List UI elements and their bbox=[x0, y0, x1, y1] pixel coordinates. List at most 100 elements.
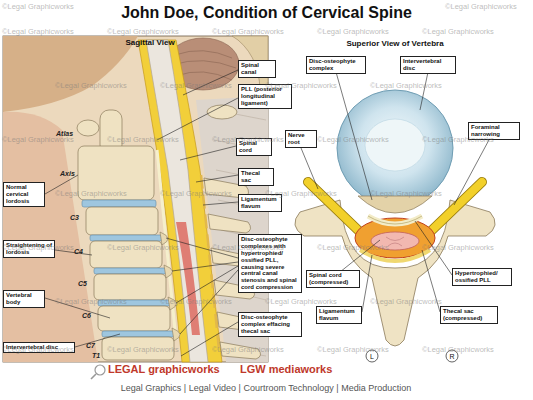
disc bbox=[94, 268, 166, 274]
intervertebral-disc bbox=[337, 90, 453, 206]
watermark: ©Legal Graphicworks bbox=[107, 28, 179, 36]
nucleus-pulposus bbox=[365, 119, 425, 171]
callout-text: Thecal sac (compressed) bbox=[443, 308, 495, 322]
leader-line bbox=[180, 146, 236, 160]
watermark: ©Legal Graphicworks bbox=[2, 346, 74, 354]
callout-box: Intervertebral disc bbox=[400, 56, 456, 74]
watermark: ©Legal Graphicworks bbox=[212, 28, 284, 36]
leader-line bbox=[454, 138, 490, 205]
watermark: ©Legal Graphicworks bbox=[107, 244, 179, 252]
watermark: ©Legal Graphicworks bbox=[370, 82, 442, 90]
osteophyte bbox=[172, 328, 180, 341]
callout-text: Spinal cord (compressed) bbox=[309, 272, 357, 286]
watermark: ©Legal Graphicworks bbox=[212, 244, 284, 252]
callout-text: Disc-osteophyte complex effacing thecal … bbox=[241, 314, 299, 335]
watermark: ©Legal Graphicworks bbox=[160, 298, 232, 306]
watermark: ©Legal Graphicworks bbox=[2, 28, 74, 36]
watermark: ©Legal Graphicworks bbox=[317, 28, 389, 36]
callout-box: Thecal sac bbox=[238, 168, 274, 186]
vertebra-label: C3 bbox=[70, 214, 79, 221]
callout-box: Hypertrophied/ ossified PLL bbox=[452, 268, 512, 286]
leader-line bbox=[157, 98, 238, 140]
callout-text: Spinal canal bbox=[241, 62, 273, 76]
callout-text: Normal cervical lordosis bbox=[6, 184, 42, 205]
callout-text: Ligamentum flavum bbox=[241, 196, 279, 210]
leader-line bbox=[196, 175, 238, 182]
vertebra-label: C4 bbox=[74, 248, 83, 255]
watermark: ©Legal Graphicworks bbox=[212, 136, 284, 144]
callout-text: Vertebral body bbox=[6, 292, 42, 306]
watermark: ©Legal Graphicworks bbox=[422, 346, 494, 354]
watermark: ©Legal Graphicworks bbox=[2, 136, 74, 144]
watermark: ©Legal Graphicworks bbox=[212, 346, 284, 354]
watermark: ©Legal Graphicworks bbox=[265, 298, 337, 306]
disc bbox=[90, 235, 162, 241]
callout-box: Vertebral body bbox=[3, 290, 45, 308]
panel-background bbox=[3, 36, 268, 362]
side-marker-letter: L bbox=[370, 353, 374, 360]
watermark: ©Legal Graphicworks bbox=[55, 190, 127, 198]
atlas-anterior-arch bbox=[77, 120, 99, 136]
watermark: ©Legal Graphicworks bbox=[2, 3, 74, 11]
view-heading: Sagittal View bbox=[125, 39, 174, 47]
callout-text: Hypertrophied/ ossified PLL bbox=[455, 270, 509, 284]
callout-text: Ligamentum flavum bbox=[319, 308, 359, 322]
watermark: ©Legal Graphicworks bbox=[422, 28, 494, 36]
side-marker-letter: R bbox=[449, 353, 454, 360]
watermark: ©Legal Graphicworks bbox=[265, 190, 337, 198]
company-logo: LGW mediaworks bbox=[240, 364, 332, 375]
ligamentum-flavum bbox=[360, 250, 430, 261]
vertebral-body bbox=[94, 274, 166, 300]
watermark: ©Legal Graphicworks bbox=[445, 3, 517, 11]
callout-box: Ligamentum flavum bbox=[316, 306, 362, 324]
cord-compression bbox=[176, 222, 200, 335]
company-logo: LEGAL graphicworks bbox=[108, 364, 220, 375]
disc-osteophyte-complex bbox=[358, 196, 432, 213]
watermark: ©Legal Graphicworks bbox=[422, 244, 494, 252]
watermark: ©Legal Graphicworks bbox=[2, 244, 74, 252]
watermark: ©Legal Graphicworks bbox=[107, 346, 179, 354]
vertebra-label: Axis bbox=[60, 170, 75, 177]
callout-text: Disc-osteophyte complex bbox=[309, 58, 363, 72]
callout-box: Disc-osteophyte complex effacing thecal … bbox=[238, 312, 302, 337]
view-heading: Superior View of Vertebra bbox=[346, 40, 443, 48]
watermark: ©Legal Graphicworks bbox=[317, 244, 389, 252]
disc bbox=[82, 200, 156, 207]
watermark: ©Legal Graphicworks bbox=[317, 346, 389, 354]
callout-box: Thecal sac (compressed) bbox=[440, 306, 498, 324]
ossified-pll bbox=[368, 216, 422, 224]
callout-box: Disc-osteophyte complexes with hypertrop… bbox=[238, 234, 302, 293]
vertebral-body bbox=[98, 306, 170, 331]
callout-text: Thecal sac bbox=[241, 170, 271, 184]
vertebra-label: C5 bbox=[78, 280, 87, 287]
logo-icon-handle bbox=[91, 374, 96, 379]
watermark: ©Legal Graphicworks bbox=[422, 136, 494, 144]
vertebra-label: T1 bbox=[92, 352, 100, 359]
callout-box: Spinal cord (compressed) bbox=[306, 270, 360, 288]
vertebral-body bbox=[86, 207, 158, 235]
spinous-process bbox=[208, 214, 251, 233]
skull-base bbox=[3, 36, 138, 112]
logo-icon bbox=[95, 365, 105, 375]
company-tagline: Legal Graphics | Legal Video | Courtroom… bbox=[121, 384, 411, 393]
watermark: ©Legal Graphicworks bbox=[107, 136, 179, 144]
callout-box: Spinal canal bbox=[238, 60, 276, 78]
watermark: ©Legal Graphicworks bbox=[55, 82, 127, 90]
leader-line bbox=[203, 202, 238, 205]
watermark: ©Legal Graphicworks bbox=[317, 136, 389, 144]
leader-line bbox=[166, 238, 238, 334]
callout-box: Normal cervical lordosis bbox=[3, 182, 45, 207]
watermark: ©Legal Graphicworks bbox=[160, 190, 232, 198]
watermark: ©Legal Graphicworks bbox=[265, 82, 337, 90]
callout-box: Nerve root bbox=[285, 130, 317, 148]
vertebra-label: C6 bbox=[82, 312, 91, 319]
callout-text: Nerve root bbox=[288, 132, 314, 146]
vertebra-label: C7 bbox=[86, 342, 95, 349]
ossified-pll-edge bbox=[368, 216, 422, 224]
leader-line bbox=[301, 148, 318, 189]
watermark: ©Legal Graphicworks bbox=[370, 298, 442, 306]
watermark: ©Legal Graphicworks bbox=[370, 190, 442, 198]
